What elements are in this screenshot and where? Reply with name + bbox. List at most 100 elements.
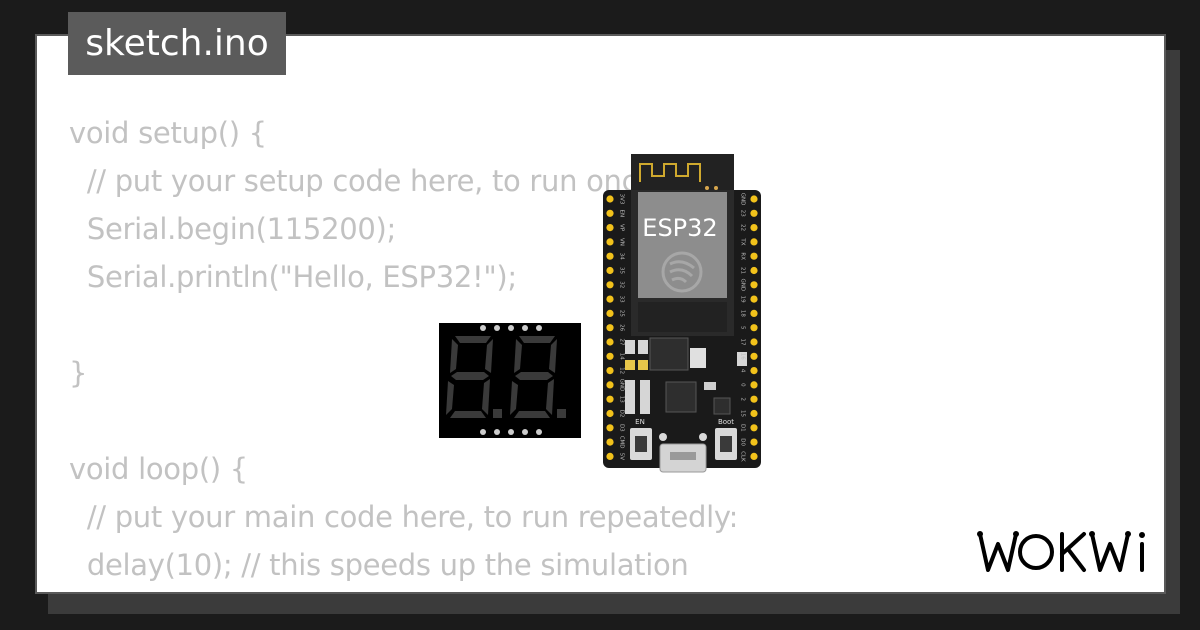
header-pin[interactable] [750,252,758,260]
decimal-point [557,409,566,418]
header-pin[interactable] [750,438,758,446]
header-pin[interactable] [606,252,614,260]
pin-label: 25 [619,310,625,317]
smd-component [625,380,635,414]
header-pin[interactable] [606,367,614,375]
segment [514,339,522,373]
header-pin[interactable] [606,338,614,346]
header-pin[interactable] [606,395,614,403]
segment [519,336,555,343]
code-line: void loop() { [69,452,248,486]
boot-button[interactable] [715,428,737,460]
header-pin[interactable] [606,452,614,460]
pin-label: D0 [740,438,746,446]
header-pin[interactable] [606,295,614,303]
pin-label: 33 [619,296,625,303]
esp32-devkit-board[interactable]: ESP32 EN Boot [600,152,765,477]
pin-label: TX [740,237,746,245]
header-pin[interactable] [750,238,758,246]
display-pin[interactable] [508,429,514,435]
display-pins-top [480,325,542,331]
header-pin[interactable] [750,367,758,375]
header-pin[interactable] [750,324,758,332]
pin-label: 12 [619,367,625,374]
header-pin[interactable] [750,209,758,217]
header-pin[interactable] [606,238,614,246]
code-editor[interactable]: void setup() { // put your setup code he… [69,109,738,592]
header-pin[interactable] [606,324,614,332]
smd-transistor [713,397,731,415]
code-line: } [69,356,88,390]
display-pin[interactable] [522,429,528,435]
pin-label: VP [619,224,625,232]
display-pin[interactable] [480,429,486,435]
pin-label: 22 [740,224,746,231]
header-pin[interactable] [606,352,614,360]
code-line: Serial.println("Hello, ESP32!"); [69,260,517,294]
header-pin[interactable] [606,195,614,203]
header-pin[interactable] [750,224,758,232]
pin-label: CMD [619,436,625,449]
segment [485,339,493,373]
display-pin[interactable] [508,325,514,331]
display-pin[interactable] [536,325,542,331]
segment [450,411,486,418]
smd-component [640,380,650,414]
pin-label: GND [619,379,625,392]
smd-component [625,360,635,370]
code-line: Serial.begin(115200); [69,212,397,246]
display-digit [446,336,502,418]
header-pin[interactable] [750,338,758,346]
pin-label: 27 [619,339,625,346]
left-header-pins: 3V3ENVPVN343532332526271412GND13D2D3CMD5… [606,194,625,460]
header-pin[interactable] [606,266,614,275]
header-pin[interactable] [750,281,758,289]
header-pin[interactable] [606,424,614,432]
header-pin[interactable] [606,224,614,232]
header-pin[interactable] [750,395,758,403]
header-pin[interactable] [606,438,614,446]
header-pin[interactable] [750,352,758,360]
segment [482,379,490,415]
en-label: EN [635,418,645,426]
header-pin[interactable] [750,266,758,275]
segment [514,411,550,418]
usb-port-opening [670,452,696,460]
segment [446,381,454,415]
smd-component [625,340,635,354]
display-pin[interactable] [494,429,500,435]
pin-label: D1 [740,424,746,432]
header-pin[interactable] [750,295,758,303]
pin-label: 19 [740,296,746,303]
smd-component [737,352,747,366]
header-pin[interactable] [606,281,614,289]
file-tab[interactable]: sketch.ino [68,12,286,75]
seven-segment-display[interactable] [439,323,581,438]
display-pin[interactable] [536,429,542,435]
pin-label: 35 [619,267,625,274]
pin-label: 14 [619,353,625,360]
display-pin[interactable] [480,325,486,331]
header-pin[interactable] [606,409,614,418]
display-pin[interactable] [522,325,528,331]
header-pin[interactable] [750,452,758,460]
code-line: // put your setup code here, to run once… [69,164,665,198]
header-pin[interactable] [606,381,614,389]
header-pin[interactable] [606,209,614,217]
segment [451,372,489,380]
header-pin[interactable] [750,381,758,389]
segment [546,379,554,415]
chip-label: ESP32 [642,214,717,242]
pin-label: 17 [740,339,746,346]
header-pin[interactable] [750,424,758,432]
header-pin[interactable] [750,195,758,203]
display-pins-bottom [480,429,542,435]
segment [455,336,491,343]
display-pin[interactable] [494,325,500,331]
header-pin[interactable] [606,309,614,317]
en-button[interactable] [630,428,652,460]
header-pin[interactable] [750,409,758,418]
pin-label: 34 [619,253,625,260]
header-pin[interactable] [750,309,758,317]
smd-component [638,360,648,370]
